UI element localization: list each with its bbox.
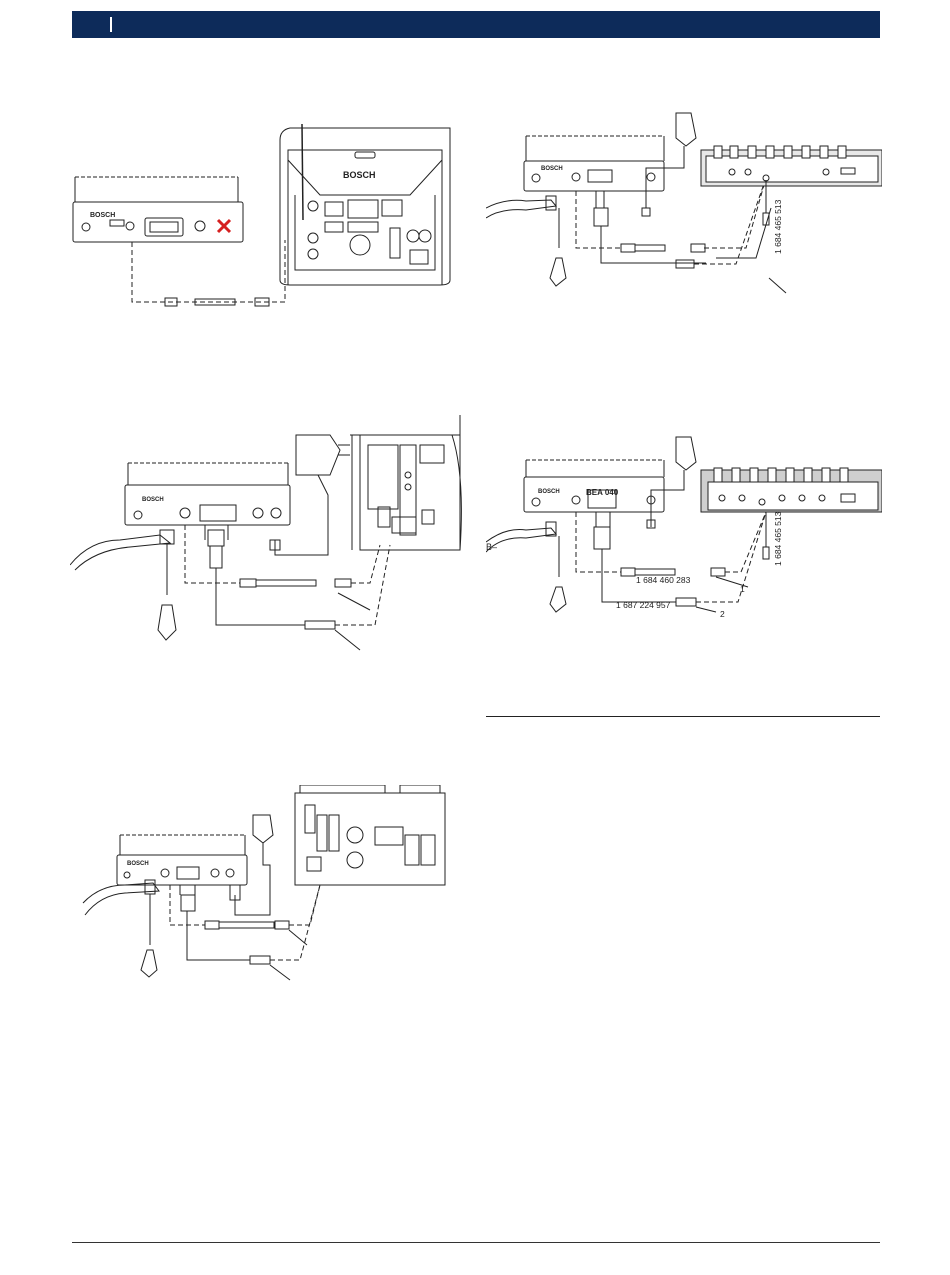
fig1-station-brand: BOSCH [343, 170, 376, 180]
figure-device-to-control-unit: BOSCH 1 684 465 513 [486, 108, 882, 300]
figure-5-drawing [75, 785, 455, 985]
fig5-device-brand: BOSCH [127, 861, 149, 867]
figure-1-drawing [70, 120, 470, 320]
page-header-bar [72, 11, 880, 38]
fig4-device-brand: BOSCH [538, 489, 560, 495]
fig4-callout-1: 1 [740, 584, 745, 594]
fig2-part-number: 1 684 465 513 [773, 200, 783, 254]
figure-device-to-tester: BOSCH [75, 785, 455, 985]
figure-device-to-station: BOSCH BOSCH [70, 120, 470, 320]
footer-rule [72, 1242, 880, 1243]
figure-bea040-connection: BOSCH BEA 040 1 684 465 513 1 684 460 28… [486, 432, 882, 632]
fig4-part-number: 1 684 465 513 [773, 512, 783, 566]
fig4-callout-2: 2 [720, 609, 725, 619]
fig1-device-brand: BOSCH [90, 212, 115, 219]
fig4-device-model: BEA 040 [586, 488, 618, 497]
figure-2-drawing [486, 108, 882, 300]
figure-4-drawing [486, 432, 882, 632]
fig4-cable-1-number: 1 684 460 283 [636, 575, 690, 585]
fig2-device-brand: BOSCH [541, 166, 563, 172]
fig4-clamp-label: B– [486, 542, 497, 552]
fig4-cable-2-number: 1 687 224 957 [616, 600, 670, 610]
section-divider [486, 716, 880, 717]
header-marker [110, 17, 112, 32]
figure-device-to-analyzer: BOSCH [70, 415, 470, 660]
fig3-device-brand: BOSCH [142, 497, 164, 503]
figure-3-drawing [70, 415, 470, 660]
